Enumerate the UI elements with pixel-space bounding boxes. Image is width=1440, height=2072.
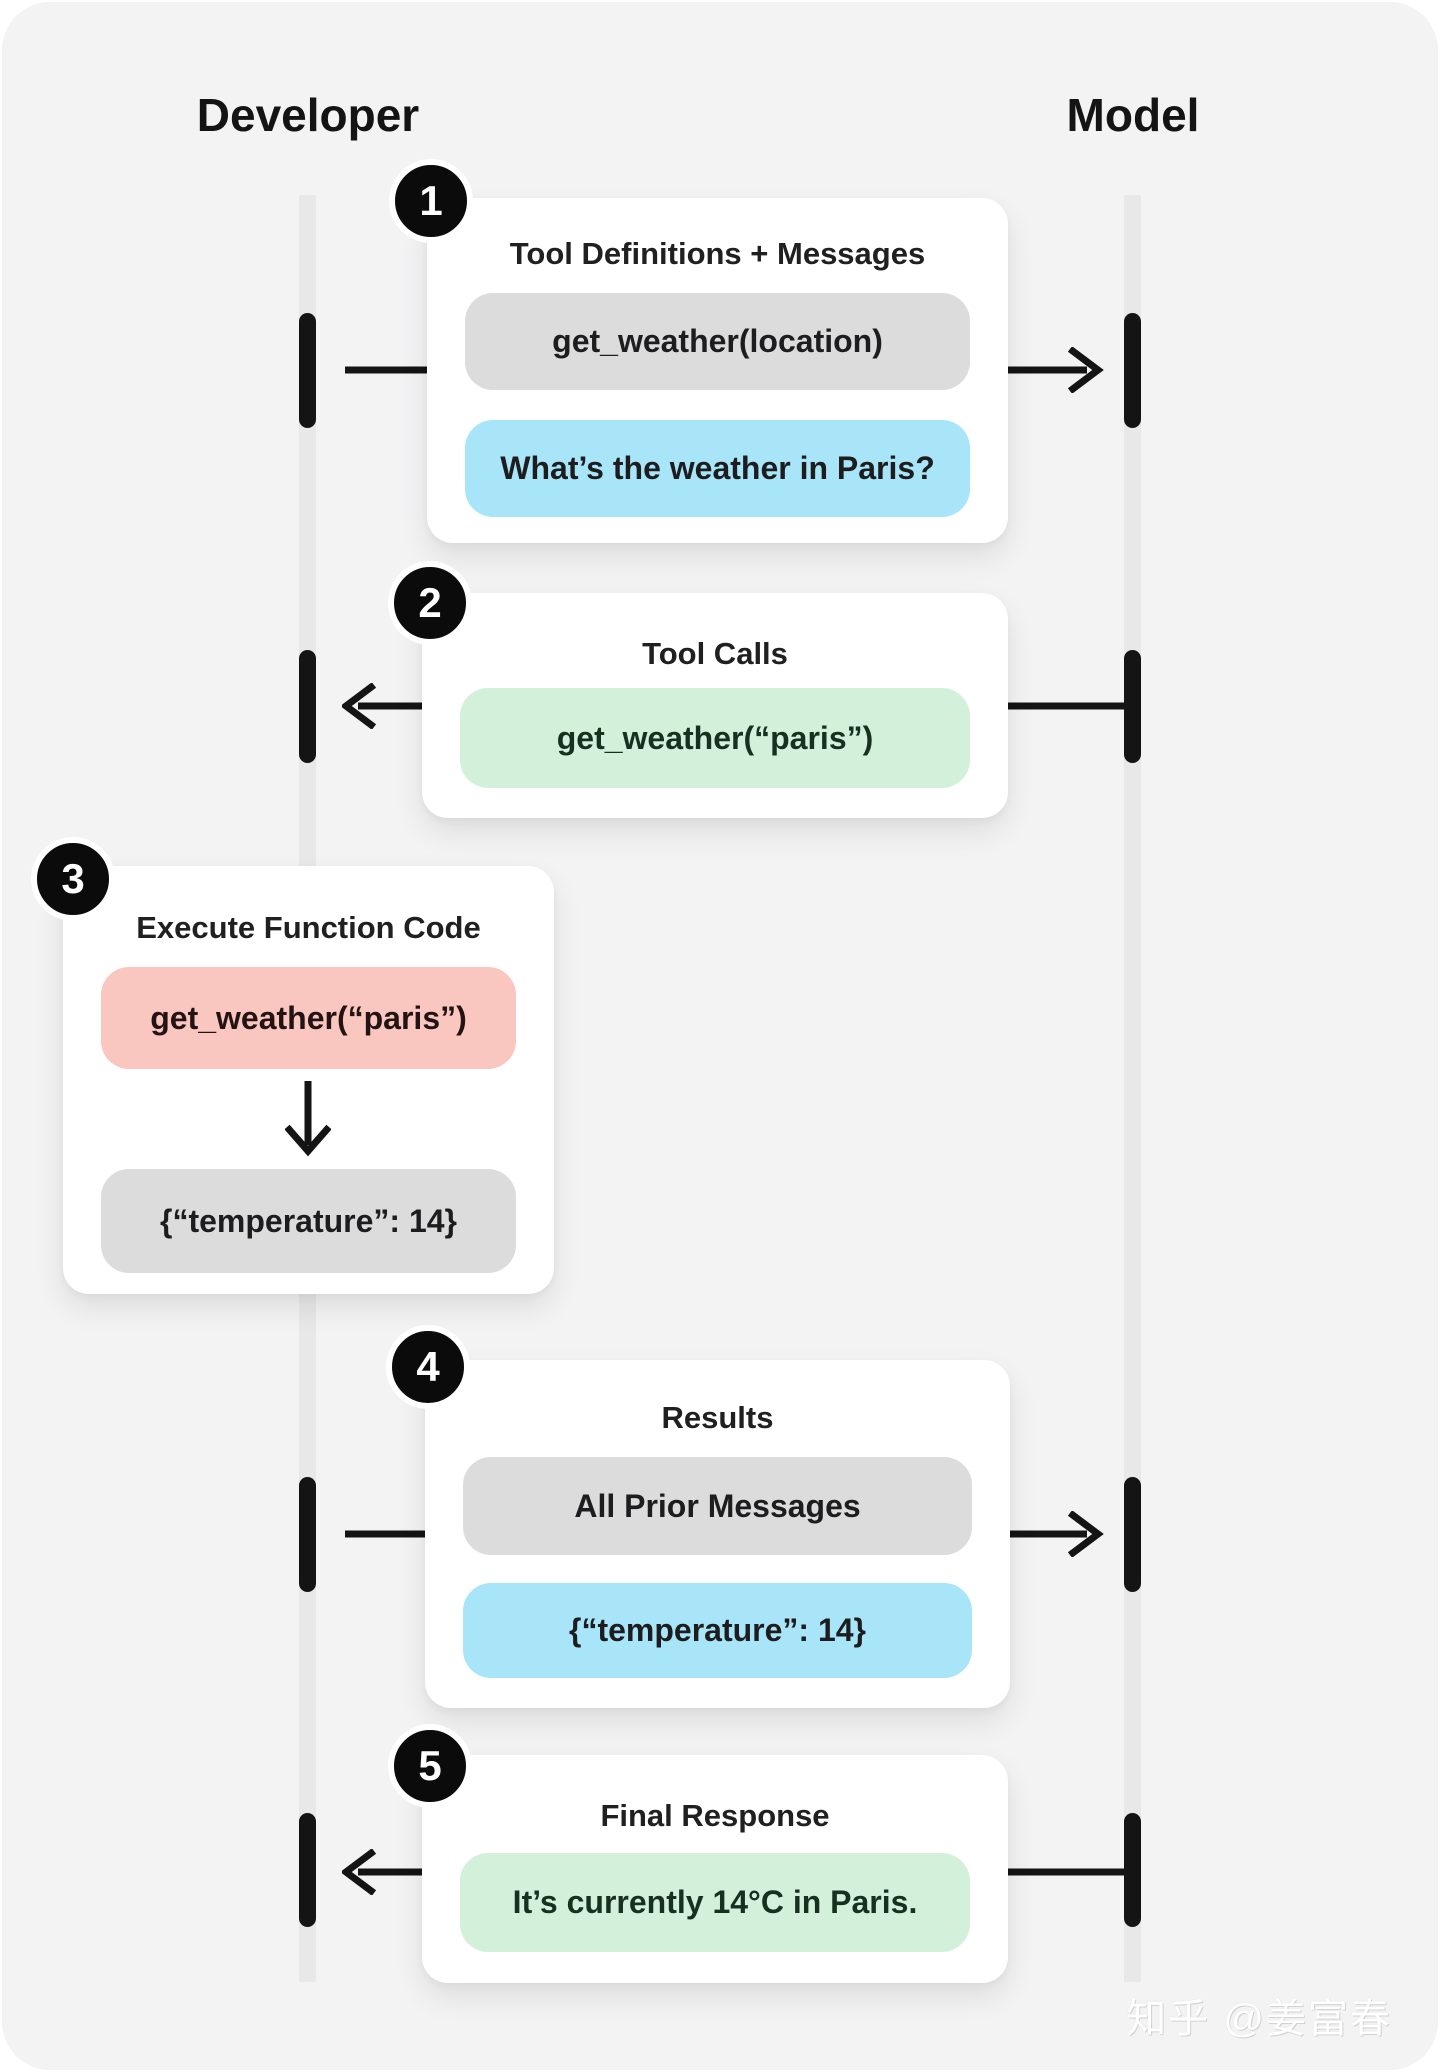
step5-badge: 5 bbox=[388, 1724, 472, 1808]
activation-bar-developer-step2 bbox=[299, 650, 316, 763]
function-execution-pill: get_weather(“paris”) bbox=[101, 967, 516, 1069]
activation-bar-developer-step4 bbox=[299, 1477, 316, 1592]
step3-card: Execute Function Code get_weather(“paris… bbox=[63, 866, 554, 1294]
activation-bar-model-step2 bbox=[1124, 650, 1141, 763]
card-title: Tool Calls bbox=[642, 636, 788, 671]
step3-badge: 3 bbox=[31, 837, 115, 921]
step5-card: Final Response It’s currently 14°C in Pa… bbox=[422, 1755, 1008, 1983]
user-message-pill: What’s the weather in Paris? bbox=[465, 420, 970, 517]
activation-bar-model-step4 bbox=[1124, 1477, 1141, 1592]
step1-badge: 1 bbox=[389, 159, 473, 243]
card-title: Final Response bbox=[600, 1798, 830, 1833]
step1-card: Tool Definitions + Messages get_weather(… bbox=[427, 198, 1008, 543]
step2-card: Tool Calls get_weather(“paris”) bbox=[422, 593, 1008, 818]
zhihu-watermark: 知乎 @姜富春 bbox=[1126, 1997, 1392, 2041]
step2-badge: 2 bbox=[388, 561, 472, 645]
activation-bar-model-step1 bbox=[1124, 313, 1141, 428]
tool-definition-pill: get_weather(location) bbox=[465, 293, 970, 390]
function-result-pill: {“temperature”: 14} bbox=[101, 1169, 516, 1273]
prior-messages-pill: All Prior Messages bbox=[463, 1457, 972, 1555]
developer-lane-label: Developer bbox=[196, 89, 420, 141]
tool-call-pill: get_weather(“paris”) bbox=[460, 688, 970, 788]
step4-card: Results All Prior Messages {“temperature… bbox=[425, 1360, 1010, 1708]
card-title: Execute Function Code bbox=[136, 910, 481, 945]
card-title: Results bbox=[661, 1400, 774, 1435]
activation-bar-developer-step5 bbox=[299, 1813, 316, 1927]
result-message-pill: {“temperature”: 14} bbox=[463, 1583, 972, 1678]
arrow-down-icon bbox=[285, 1081, 331, 1157]
step4-badge: 4 bbox=[386, 1325, 470, 1409]
model-lifeline bbox=[1124, 195, 1141, 1982]
activation-bar-model-step5 bbox=[1124, 1813, 1141, 1927]
activation-bar-developer-step1 bbox=[299, 313, 316, 428]
card-title: Tool Definitions + Messages bbox=[509, 236, 926, 271]
model-lane-label: Model bbox=[1066, 89, 1200, 141]
final-response-pill: It’s currently 14°C in Paris. bbox=[460, 1853, 970, 1952]
